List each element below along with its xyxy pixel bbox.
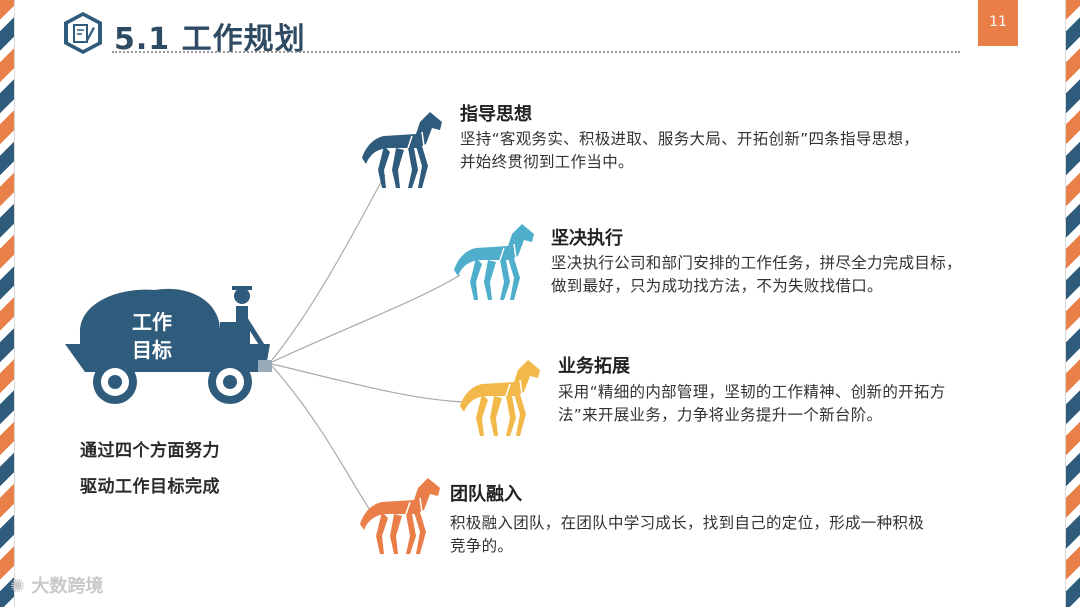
connector-2 xyxy=(272,275,460,362)
cart-label-line1: 工作 xyxy=(122,308,182,336)
horse-icon-orange xyxy=(358,474,444,556)
item-desc-2-line1: 坚决执行公司和部门安排的工作任务，拼尽全力完成目标， xyxy=(551,252,962,275)
watermark-mark-icon: ✺ xyxy=(10,576,31,597)
item-desc-2-line2: 做到最好，只为成功找方法，不为失败找借口。 xyxy=(551,275,883,298)
watermark-text: 大数跨境 xyxy=(31,576,103,597)
watermark-logo: ✺ 大数跨境 xyxy=(10,572,103,598)
item-desc-3-line1: 采用“精细的内部管理，坚韧的工作精神、创新的开拓方 xyxy=(558,381,946,404)
item-title-4: 团队融入 xyxy=(450,480,522,506)
item-title-3: 业务拓展 xyxy=(558,352,630,378)
cart-label-line2: 目标 xyxy=(122,336,182,364)
item-desc-1-line1: 坚持“客观务实、积极进取、服务大局、开拓创新”四条指导思想， xyxy=(460,128,919,151)
horse-icon-lightblue xyxy=(452,220,538,302)
item-title-1: 指导思想 xyxy=(460,100,532,126)
summary-line1: 通过四个方面努力 xyxy=(80,436,220,461)
item-title-2: 坚决执行 xyxy=(551,224,623,250)
summary-line2: 驱动工作目标完成 xyxy=(80,472,220,497)
item-desc-4-line2: 竞争的。 xyxy=(450,535,513,558)
item-desc-1-line2: 并始终贯彻到工作当中。 xyxy=(460,151,634,174)
item-desc-4-line1: 积极融入团队，在团队中学习成长，找到自己的定位，形成一种积极 xyxy=(450,512,924,535)
horse-icon-navy xyxy=(360,108,446,190)
item-desc-3-line2: 法”来开展业务，力争将业务提升一个新台阶。 xyxy=(558,404,882,427)
connector-3 xyxy=(272,364,465,402)
horse-icon-yellow xyxy=(458,356,544,438)
